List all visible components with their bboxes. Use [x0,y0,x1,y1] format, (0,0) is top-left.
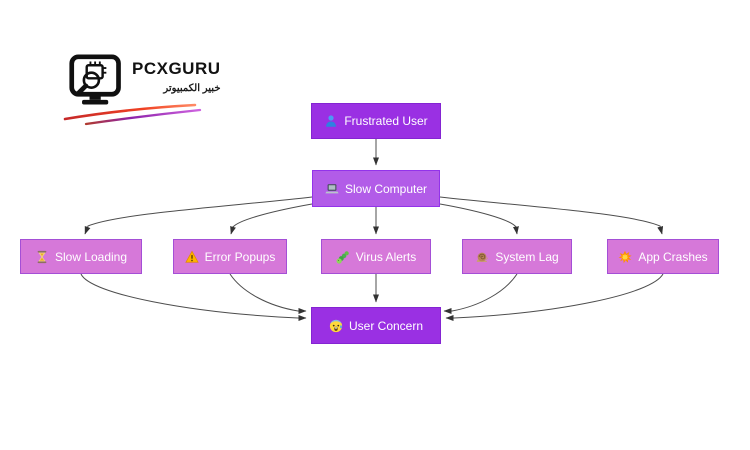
hourglass-icon [35,250,49,264]
node-virus-alerts: Virus Alerts [321,239,431,274]
edge-slow-computer-slow-loading [84,196,313,235]
edge-slow-computer-system-lag [439,203,519,235]
node-slow-computer: Slow Computer [312,170,440,207]
bug-icon [336,250,350,264]
edge-error-popups-user-concern [229,273,307,314]
edge-slow-loading-user-concern [80,273,307,321]
logo-tagline-arabic: خبير الكمبيوتر [163,83,221,94]
computer-monitor-chip-magnifier-icon [68,54,126,117]
node-frustrated-user: Frustrated User [311,103,441,139]
node-label: User Concern [348,318,424,333]
node-label: System Lag [495,249,559,264]
laptop-icon [325,182,339,196]
node-label: App Crashes [638,249,708,264]
node-user-concern: User Concern [311,307,441,344]
edge-system-lag-user-concern [443,273,518,314]
node-slow-loading: Slow Loading [20,239,142,274]
snail-icon [475,250,489,264]
node-label: Slow Loading [54,249,128,264]
person-icon [324,114,338,128]
warning-icon [184,250,199,264]
edge-slow-computer-app-crashes [439,196,664,235]
node-error-popups: Error Popups [173,239,287,274]
node-label: Slow Computer [344,181,428,196]
edge-slow-computer-error-popups [230,203,313,235]
edge-app-crashes-user-concern [445,273,664,321]
node-label: Frustrated User [344,114,428,128]
node-label: Virus Alerts [355,249,417,264]
anxious-face-icon [329,319,343,333]
logo-brand-text: PCXGURU [132,59,221,78]
node-system-lag: System Lag [462,239,572,274]
collision-icon [618,250,632,264]
logo-swoosh-strokes [62,102,208,131]
node-label: Error Popups [204,249,276,264]
node-app-crashes: App Crashes [607,239,719,274]
logo: PCXGURU خبير الكمبيوتر [63,54,221,126]
